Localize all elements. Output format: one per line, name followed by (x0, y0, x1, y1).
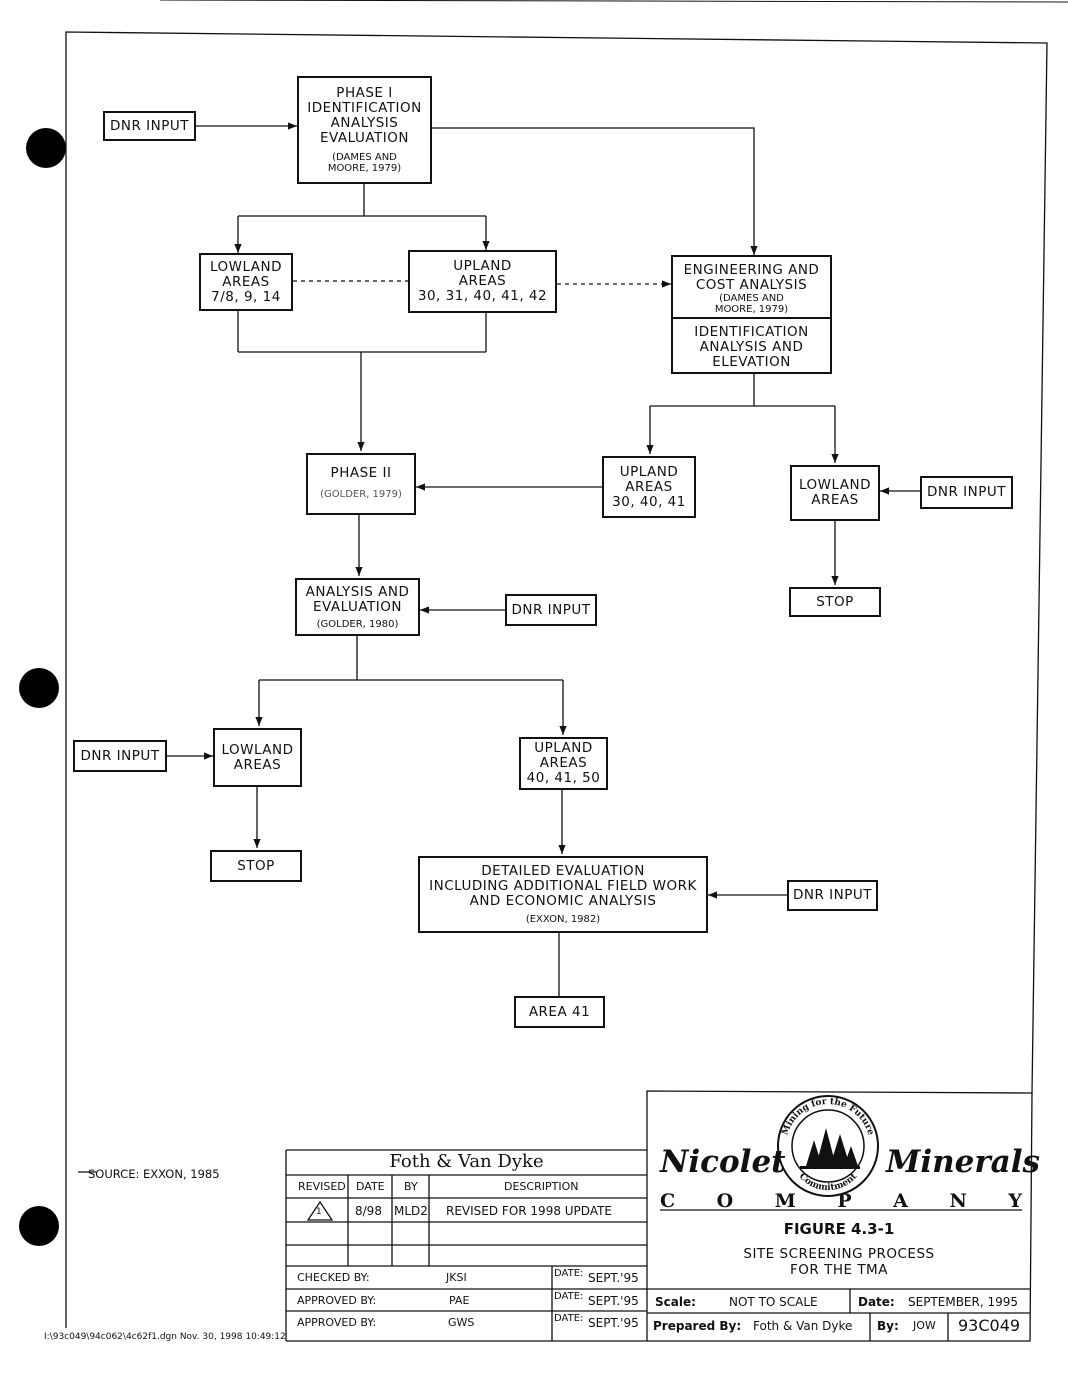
company-seal: Mining for the Future Commitment (777, 1095, 879, 1197)
dnr-input-box-3: DNR INPUT (505, 594, 597, 626)
approved-by-label-2: APPROVED BY: (297, 1316, 377, 1329)
figure-number: FIGURE 4.3-1 (783, 1220, 895, 1238)
approved-date-label-2: DATE: (554, 1313, 584, 1324)
company-name-left: Nicolet (660, 1144, 786, 1180)
upland-areas-box-3: UPLAND AREAS 40, 41, 50 (519, 737, 608, 790)
revision-number: 1 (316, 1207, 322, 1217)
prepared-by-value: Foth & Van Dyke (753, 1319, 853, 1333)
phase-2-box: PHASE II (GOLDER, 1979) (306, 453, 416, 515)
revision-by: MLD2 (394, 1204, 428, 1218)
prepared-by-label: Prepared By: (653, 1319, 742, 1333)
source-note: SOURCE: EXXON, 1985 (88, 1167, 220, 1181)
detailed-evaluation-box: DETAILED EVALUATION INCLUDING ADDITIONAL… (418, 856, 708, 933)
by-label: By: (877, 1319, 899, 1333)
description-header: DESCRIPTION (504, 1180, 579, 1193)
punch-hole-top (26, 128, 66, 168)
analysis-evaluation-box: ANALYSIS AND EVALUATION (GOLDER, 1980) (295, 578, 420, 636)
lowland-areas-box-1: LOWLAND AREAS 7/8, 9, 14 (199, 253, 293, 311)
checked-date-value: SEPT.'95 (588, 1271, 639, 1285)
scale-value: NOT TO SCALE (729, 1295, 818, 1309)
engineering-box-divider (673, 317, 830, 319)
revision-date: 8/98 (355, 1204, 382, 1218)
stop-box-2: STOP (210, 850, 302, 882)
scale-label: Scale: (655, 1295, 696, 1309)
date-label: Date: (858, 1295, 895, 1309)
phase-1-box: PHASE I IDENTIFICATION ANALYSIS EVALUATI… (297, 76, 432, 184)
figure-title-line-2: FOR THE TMA (790, 1262, 888, 1278)
lowland-areas-box-3: LOWLAND AREAS (213, 728, 302, 787)
area-41-box: AREA 41 (514, 996, 605, 1028)
approved-date-value-1: SEPT.'95 (588, 1294, 639, 1308)
drawing-number: 93C049 (958, 1316, 1021, 1335)
checked-date-label: DATE: (554, 1268, 584, 1279)
approved-by-value-2: GWS (448, 1316, 475, 1329)
checked-by-value: JKSI (446, 1271, 467, 1284)
file-path-stamp: I:\93c049\94c062\4c62f1.dgn Nov. 30, 199… (44, 1332, 286, 1342)
upland-areas-box-1: UPLAND AREAS 30, 31, 40, 41, 42 (408, 250, 557, 313)
approved-by-value-1: PAE (449, 1294, 470, 1307)
upland-areas-box-2: UPLAND AREAS 30, 40, 41 (602, 456, 696, 518)
date-value: SEPTEMBER, 1995 (908, 1295, 1019, 1309)
checked-by-label: CHECKED BY: (297, 1271, 370, 1284)
approved-date-label-1: DATE: (554, 1291, 584, 1302)
approved-date-value-2: SEPT.'95 (588, 1316, 639, 1330)
dnr-input-box-1: DNR INPUT (103, 111, 196, 141)
stop-box-1: STOP (789, 587, 881, 617)
dnr-input-box-2: DNR INPUT (920, 476, 1013, 509)
date-header: DATE (356, 1180, 385, 1193)
engineering-cost-analysis-box: ENGINEERING AND COST ANALYSIS (DAMES AND… (671, 255, 832, 374)
revision-description: REVISED FOR 1998 UPDATE (446, 1204, 613, 1218)
dnr-input-box-4: DNR INPUT (73, 740, 167, 772)
company-word: C O M P A N Y (660, 1190, 1022, 1212)
by-value: JOW (913, 1319, 936, 1332)
dnr-input-box-5: DNR INPUT (787, 880, 878, 911)
punch-hole-bottom (19, 1206, 59, 1246)
approved-by-label-1: APPROVED BY: (297, 1294, 377, 1307)
lowland-areas-box-2: LOWLAND AREAS (790, 465, 880, 521)
company-name-right: Minerals (886, 1144, 1041, 1180)
punch-hole-middle (19, 668, 59, 708)
firm-name: Foth & Van Dyke (389, 1151, 544, 1172)
by-header: BY (404, 1180, 418, 1193)
revised-header: REVISED (298, 1180, 346, 1193)
figure-title-line-1: SITE SCREENING PROCESS (743, 1246, 935, 1262)
